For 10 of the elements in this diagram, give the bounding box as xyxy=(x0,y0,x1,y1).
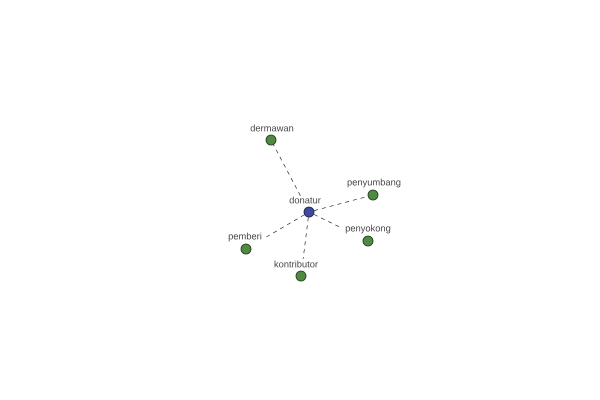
connector-line xyxy=(273,144,301,196)
node-label: penyokong xyxy=(346,224,390,234)
connector-line xyxy=(264,214,305,238)
node-label: dermawan xyxy=(250,124,294,132)
connector-line xyxy=(302,217,309,260)
connector-line xyxy=(314,214,342,228)
node-label: pemberi xyxy=(228,232,262,242)
node-label: donatur xyxy=(290,196,321,204)
node-label: penyumbang xyxy=(348,178,400,188)
node-label: kontributor xyxy=(274,260,318,268)
